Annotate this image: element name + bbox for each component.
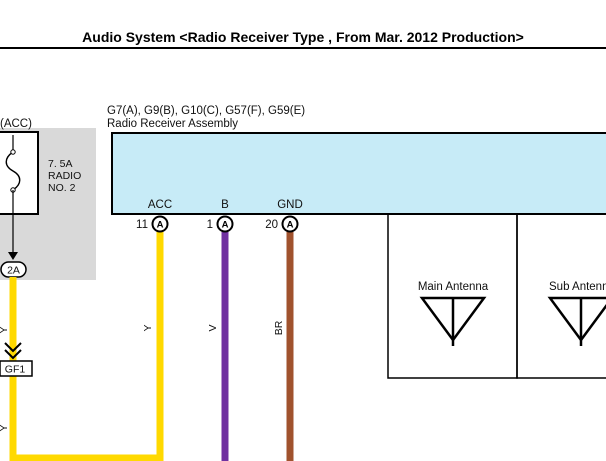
wire-color-b: V (207, 324, 219, 331)
terminal-b-pin: 1 (207, 219, 213, 231)
terminal-b-name: B (221, 199, 229, 211)
terminal-acc-name: ACC (148, 199, 172, 211)
terminal-b-connector (216, 215, 234, 233)
terminal-gnd-name: GND (277, 199, 303, 211)
wire-color-left-lower: Y (0, 424, 10, 431)
junction-chevron-icon (4, 342, 22, 360)
fuse-rating: 7. 5A (48, 158, 73, 170)
wire-color-gnd: BR (273, 320, 285, 335)
connector-gf1 (0, 360, 33, 377)
receiver-name: Radio Receiver Assembly (107, 118, 238, 130)
fuse-box (0, 131, 39, 215)
wire-color-left-upper: Y (0, 326, 10, 333)
main-antenna-icon (419, 296, 487, 346)
sub-antenna-label: Sub Antenna (549, 281, 606, 293)
fuse-icon (5, 151, 21, 191)
terminal-acc-connector (151, 215, 169, 233)
wire-color-acc: Y (142, 324, 154, 331)
terminal-b-connector-letter: A (222, 220, 229, 231)
terminal-acc-connector-letter: A (157, 220, 164, 231)
sub-antenna-block (516, 213, 606, 379)
connector-2a-label: 2A (7, 265, 20, 277)
terminal-gnd-connector (281, 215, 299, 233)
radio-receiver-assembly (111, 132, 606, 215)
fuse-name-line1: RADIO (48, 170, 81, 182)
receiver-connectors: G7(A), G9(B), G10(C), G57(F), G59(E) (107, 105, 305, 117)
main-antenna-label: Main Antenna (418, 281, 489, 293)
diagram-title: Audio System <Radio Receiver Type , From… (82, 29, 524, 45)
connector-gf1-label: GF1 (5, 364, 26, 376)
terminal-gnd-pin: 20 (265, 219, 278, 231)
terminal-acc-pin: 11 (136, 219, 148, 231)
fuse-terminal-top (10, 149, 16, 155)
fuse-name-line2: NO. 2 (48, 182, 76, 194)
terminal-gnd-connector-letter: A (287, 220, 294, 231)
main-antenna-block (387, 213, 518, 379)
sub-antenna-icon (547, 296, 606, 346)
connector-arrow-icon (8, 252, 18, 260)
acc-label: (ACC) (0, 118, 32, 130)
